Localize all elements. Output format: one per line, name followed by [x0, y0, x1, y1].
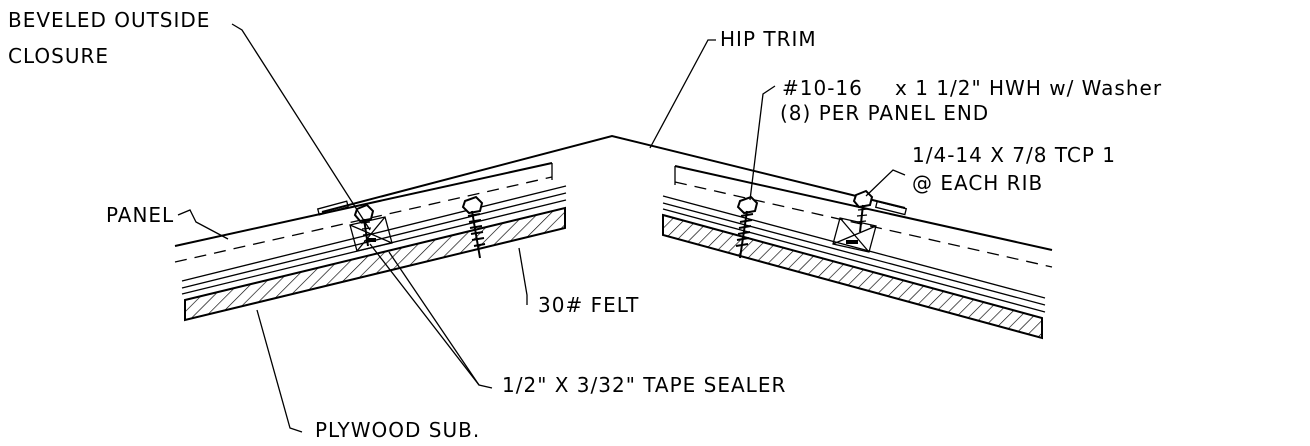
hip-trim: [321, 134, 906, 213]
right-felt-line: [662, 195, 1046, 299]
right-felt-line-2: [662, 202, 1046, 306]
leader-beveled-closure: [231, 23, 371, 231]
right-felt-line-3: [662, 208, 1046, 313]
leader-tcp: [865, 169, 906, 197]
right-closure-x2: [832, 225, 877, 245]
label-beveled-outside: BEVELED OUTSIDE: [8, 8, 210, 32]
label-tcp-spacing: @ EACH RIB: [912, 171, 1043, 195]
right-tcp-fastener: [852, 189, 874, 233]
leader-tape-sealer-b: [388, 251, 480, 386]
hip-trim-right-hem: [874, 200, 908, 216]
left-hwh-screw: [461, 195, 486, 259]
left-plywood-substrate: [184, 206, 566, 322]
label-hip-trim: HIP TRIM: [720, 27, 817, 51]
left-roof-slope: [174, 162, 567, 322]
label-felt: 30# FELT: [538, 293, 639, 317]
leader-lines: [177, 23, 906, 433]
label-screw-part: #10-16: [782, 76, 863, 100]
leader-hip-trim: [649, 39, 716, 149]
label-plywood: PLYWOOD SUB.: [315, 418, 480, 442]
left-panel-dash: [174, 176, 553, 263]
right-roof-slope: [662, 165, 1053, 340]
label-panel: PANEL: [106, 203, 174, 227]
left-tcp-fastener: [353, 203, 375, 247]
label-screw-size: x 1 1/2" HWH w/ Washer: [895, 76, 1162, 100]
leader-hwh-screw: [749, 85, 776, 201]
leader-plywood: [256, 309, 303, 433]
label-closure: CLOSURE: [8, 44, 109, 68]
leader-felt: [518, 247, 528, 305]
right-plywood-substrate: [662, 213, 1043, 340]
right-tape-sealer: [846, 240, 858, 244]
label-screw-count: (8) PER PANEL END: [780, 101, 989, 125]
label-tcp-size: 1/4-14 X 7/8 TCP 1: [912, 143, 1116, 167]
right-panel-dash: [674, 181, 1053, 268]
left-panel-top: [174, 162, 553, 247]
leader-panel: [177, 209, 229, 240]
right-hwh-screw: [735, 195, 759, 259]
label-tape-sealer: 1/2" X 3/32" TAPE SEALER: [502, 373, 786, 397]
hip-trim-left-hem: [316, 200, 350, 216]
left-felt-line: [181, 185, 567, 282]
